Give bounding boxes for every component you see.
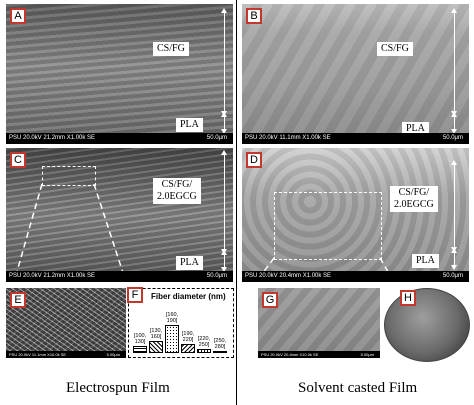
layer-label-a-top: CS/FG <box>153 42 189 56</box>
panel-label-c: C <box>10 152 26 168</box>
panel-label-e: E <box>10 292 26 308</box>
panel-label-d: D <box>246 152 262 168</box>
panel-label-g: G <box>262 292 278 308</box>
histogram-bar <box>149 341 163 353</box>
zoom-region-d <box>274 192 382 260</box>
histogram-bar <box>213 350 227 353</box>
column-divider <box>236 0 237 405</box>
histogram-title: Fiber diameter (nm) <box>151 292 226 301</box>
layer-label-c-bottom: PLA <box>176 256 203 270</box>
thickness-arrow-d <box>451 160 457 252</box>
panel-label-h: H <box>400 290 416 306</box>
zoom-region-c <box>42 166 96 186</box>
histogram-bin-label: [190, 220] <box>181 331 195 343</box>
thickness-arrow-d-pla <box>451 248 457 270</box>
panel-label-a: A <box>10 8 26 24</box>
layer-label-a-bottom: PLA <box>176 118 203 132</box>
panel-label-b: B <box>246 8 262 24</box>
sample-photo-h <box>384 288 470 362</box>
fiber-diameter-histogram: F Fiber diameter (nm) [100, 130][130, 16… <box>127 287 234 358</box>
thickness-arrow-b-pla <box>451 112 457 134</box>
histogram-bars: [100, 130][130, 160][160, 190][190, 220]… <box>133 301 229 353</box>
histogram-bin-label: [250, 280] <box>213 337 227 350</box>
histogram-bin-label: [220, 250] <box>197 335 211 348</box>
thickness-arrow-c-pla <box>221 250 227 272</box>
histogram-bar <box>197 348 211 353</box>
thickness-arrow-a-pla <box>221 112 227 134</box>
layer-label-b-bottom: PLA <box>402 122 429 136</box>
histogram-bar <box>165 324 179 353</box>
layer-label-d-bottom: PLA <box>412 254 439 268</box>
caption-solvent-casted: Solvent casted Film <box>298 380 418 396</box>
layer-label-b-top: CS/FG <box>377 42 413 56</box>
histogram-bar <box>133 346 147 353</box>
layer-label-c-top: CS/FG/2.0EGCG <box>153 178 201 204</box>
thickness-arrow-a <box>221 8 227 116</box>
histogram-bin-label: [160, 190] <box>165 311 179 324</box>
sem-panel-d: D CS/FG/2.0EGCG PLA PSU 20.0kV 20.4mm X1… <box>242 148 469 282</box>
histogram-bin-label: [100, 130] <box>133 333 147 346</box>
sem-panel-c: C CS/FG/2.0EGCG PLA PSU 20.0kV 21.2mm X1… <box>6 148 233 282</box>
caption-electrospun: Electrospun Film <box>66 380 170 396</box>
zoom-guide-lines-c <box>13 183 127 282</box>
histogram-bar <box>181 344 195 353</box>
histogram-bin-label: [130, 160] <box>149 328 163 340</box>
panel-label-f: F <box>127 287 143 303</box>
thickness-arrow-c <box>221 150 227 254</box>
thickness-arrow-b <box>451 8 457 116</box>
layer-label-d-top: CS/FG/2.0EGCG <box>390 186 438 212</box>
